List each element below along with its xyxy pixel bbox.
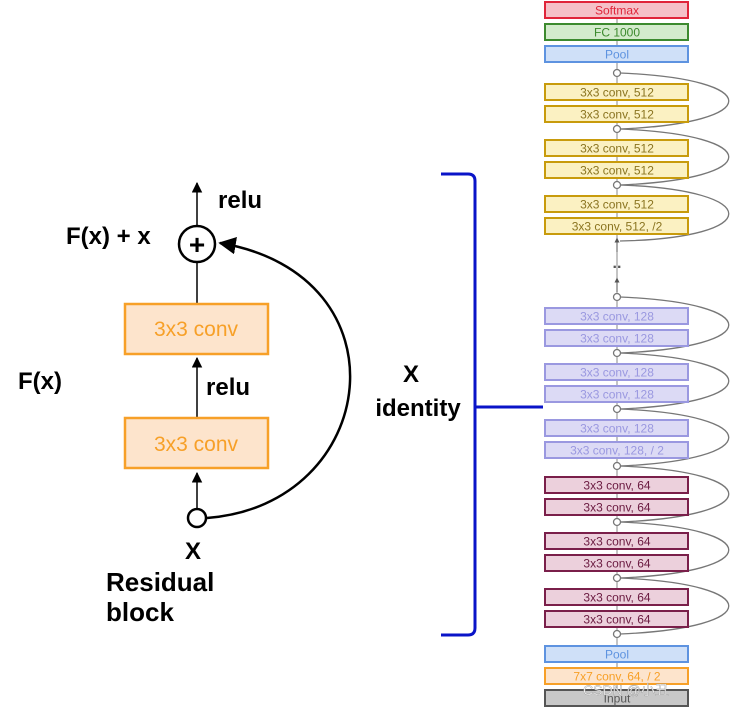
network-layer-box [544,554,689,572]
conv-block-bottom [123,416,270,470]
network-layer-label: 3x3 conv, 64 [583,501,650,515]
network-layer-label: 3x3 conv, 512, /2 [572,220,663,234]
relu-top-label: relu [218,187,262,214]
network-layer-label: 7x7 conv, 64, / 2 [573,670,660,684]
network-junction-node [612,348,622,358]
network-layer-box [544,217,689,235]
network-skip-arc [619,577,730,635]
network-layer-box [544,329,689,347]
network-layer-box [544,83,689,101]
network-layer-box [544,161,689,179]
network-skip-arc [619,465,730,523]
network-ellipsis: .. [613,255,622,272]
network-layer-label: 3x3 conv, 512 [580,108,654,122]
network-layer-label: Pool [605,648,629,662]
network-layer-label: 3x3 conv, 64 [583,535,650,549]
network-layer-label: 3x3 conv, 128, / 2 [570,444,664,458]
identity-skip-arc [206,237,352,520]
network-layer-label: 3x3 conv, 64 [583,479,650,493]
conv-block-top [123,302,270,356]
network-layer-box [544,385,689,403]
network-layer-box [544,195,689,213]
network-junction-node [612,629,622,639]
network-layer-label: 3x3 conv, 128 [580,332,654,346]
network-layer-box [544,498,689,516]
network-layer-label: FC 1000 [594,26,640,40]
network-junction-node [612,404,622,414]
network-layer-label: Softmax [595,4,639,18]
network-skip-arc [619,352,730,410]
network-layer-box [544,610,689,628]
network-layer-box [544,476,689,494]
residual-block: relu + F(x) + x 3x3 conv relu 3x3 conv F… [18,181,352,627]
caption-line1: Residual [106,567,214,597]
watermark: CSDN @小丑 [583,682,669,698]
bracket-group: X identity [375,172,543,637]
conv-block-bottom-label: 3x3 conv [154,433,239,456]
network-layer-label: 3x3 conv, 512 [580,86,654,100]
network-junction-node [612,292,622,302]
network-layer-label: 3x3 conv, 128 [580,366,654,380]
network-layer-label: 3x3 conv, 64 [583,557,650,571]
network-layer-label: 3x3 conv, 64 [583,591,650,605]
network-layer-label: 3x3 conv, 512 [580,198,654,212]
network-layer-box [544,105,689,123]
sum-label: F(x) + x [66,223,151,250]
network-skip-arc [619,128,730,186]
relu-middle-label: relu [206,374,250,401]
network-nodes [612,68,622,639]
network-layer-box [544,139,689,157]
network-layer-label: 3x3 conv, 512 [580,164,654,178]
network-layer-box [544,689,689,707]
network-layer-box [544,532,689,550]
network-layer-label: 3x3 conv, 128 [580,422,654,436]
network-skip-arc [619,72,730,130]
network-layer-label: Pool [605,48,629,62]
network-layer-box [544,667,689,685]
network-junction-node [612,461,622,471]
network-layer-label: 3x3 conv, 128 [580,388,654,402]
network-layer-box [544,307,689,325]
input-node [186,507,208,529]
network-layer-label: Input [604,692,631,706]
bracket-x-label: X [403,361,419,388]
network-junction-node [612,573,622,583]
network-junction-node [612,68,622,78]
conv-block-top-label: 3x3 conv [154,318,239,341]
bracket-identity-label: identity [375,395,461,422]
network-layer-label: 3x3 conv, 512 [580,142,654,156]
plus-icon: + [189,229,205,260]
bracket [441,172,477,637]
network-layer-box [544,419,689,437]
network-layer-box [544,45,689,63]
network-junction-node [612,124,622,134]
network-layer-box [544,588,689,606]
network-junction-node [612,517,622,527]
function-label: F(x) [18,368,62,395]
network-layer-box [544,23,689,41]
network-skip-connections [619,72,730,635]
input-label: X [185,538,201,565]
network-layer-box [544,441,689,459]
caption-line2: block [106,597,174,627]
network-layer-label: 3x3 conv, 64 [583,613,650,627]
network-skip-arc [619,521,730,579]
network-skip-arc [619,408,730,467]
network-skip-arc [619,184,730,242]
network-junction-node [612,180,622,190]
network-layer-box [544,1,689,19]
network-layer-box [544,645,689,663]
network-skip-arc [619,296,730,354]
network-layer-box [544,363,689,381]
network-layer-label: 3x3 conv, 128 [580,310,654,324]
